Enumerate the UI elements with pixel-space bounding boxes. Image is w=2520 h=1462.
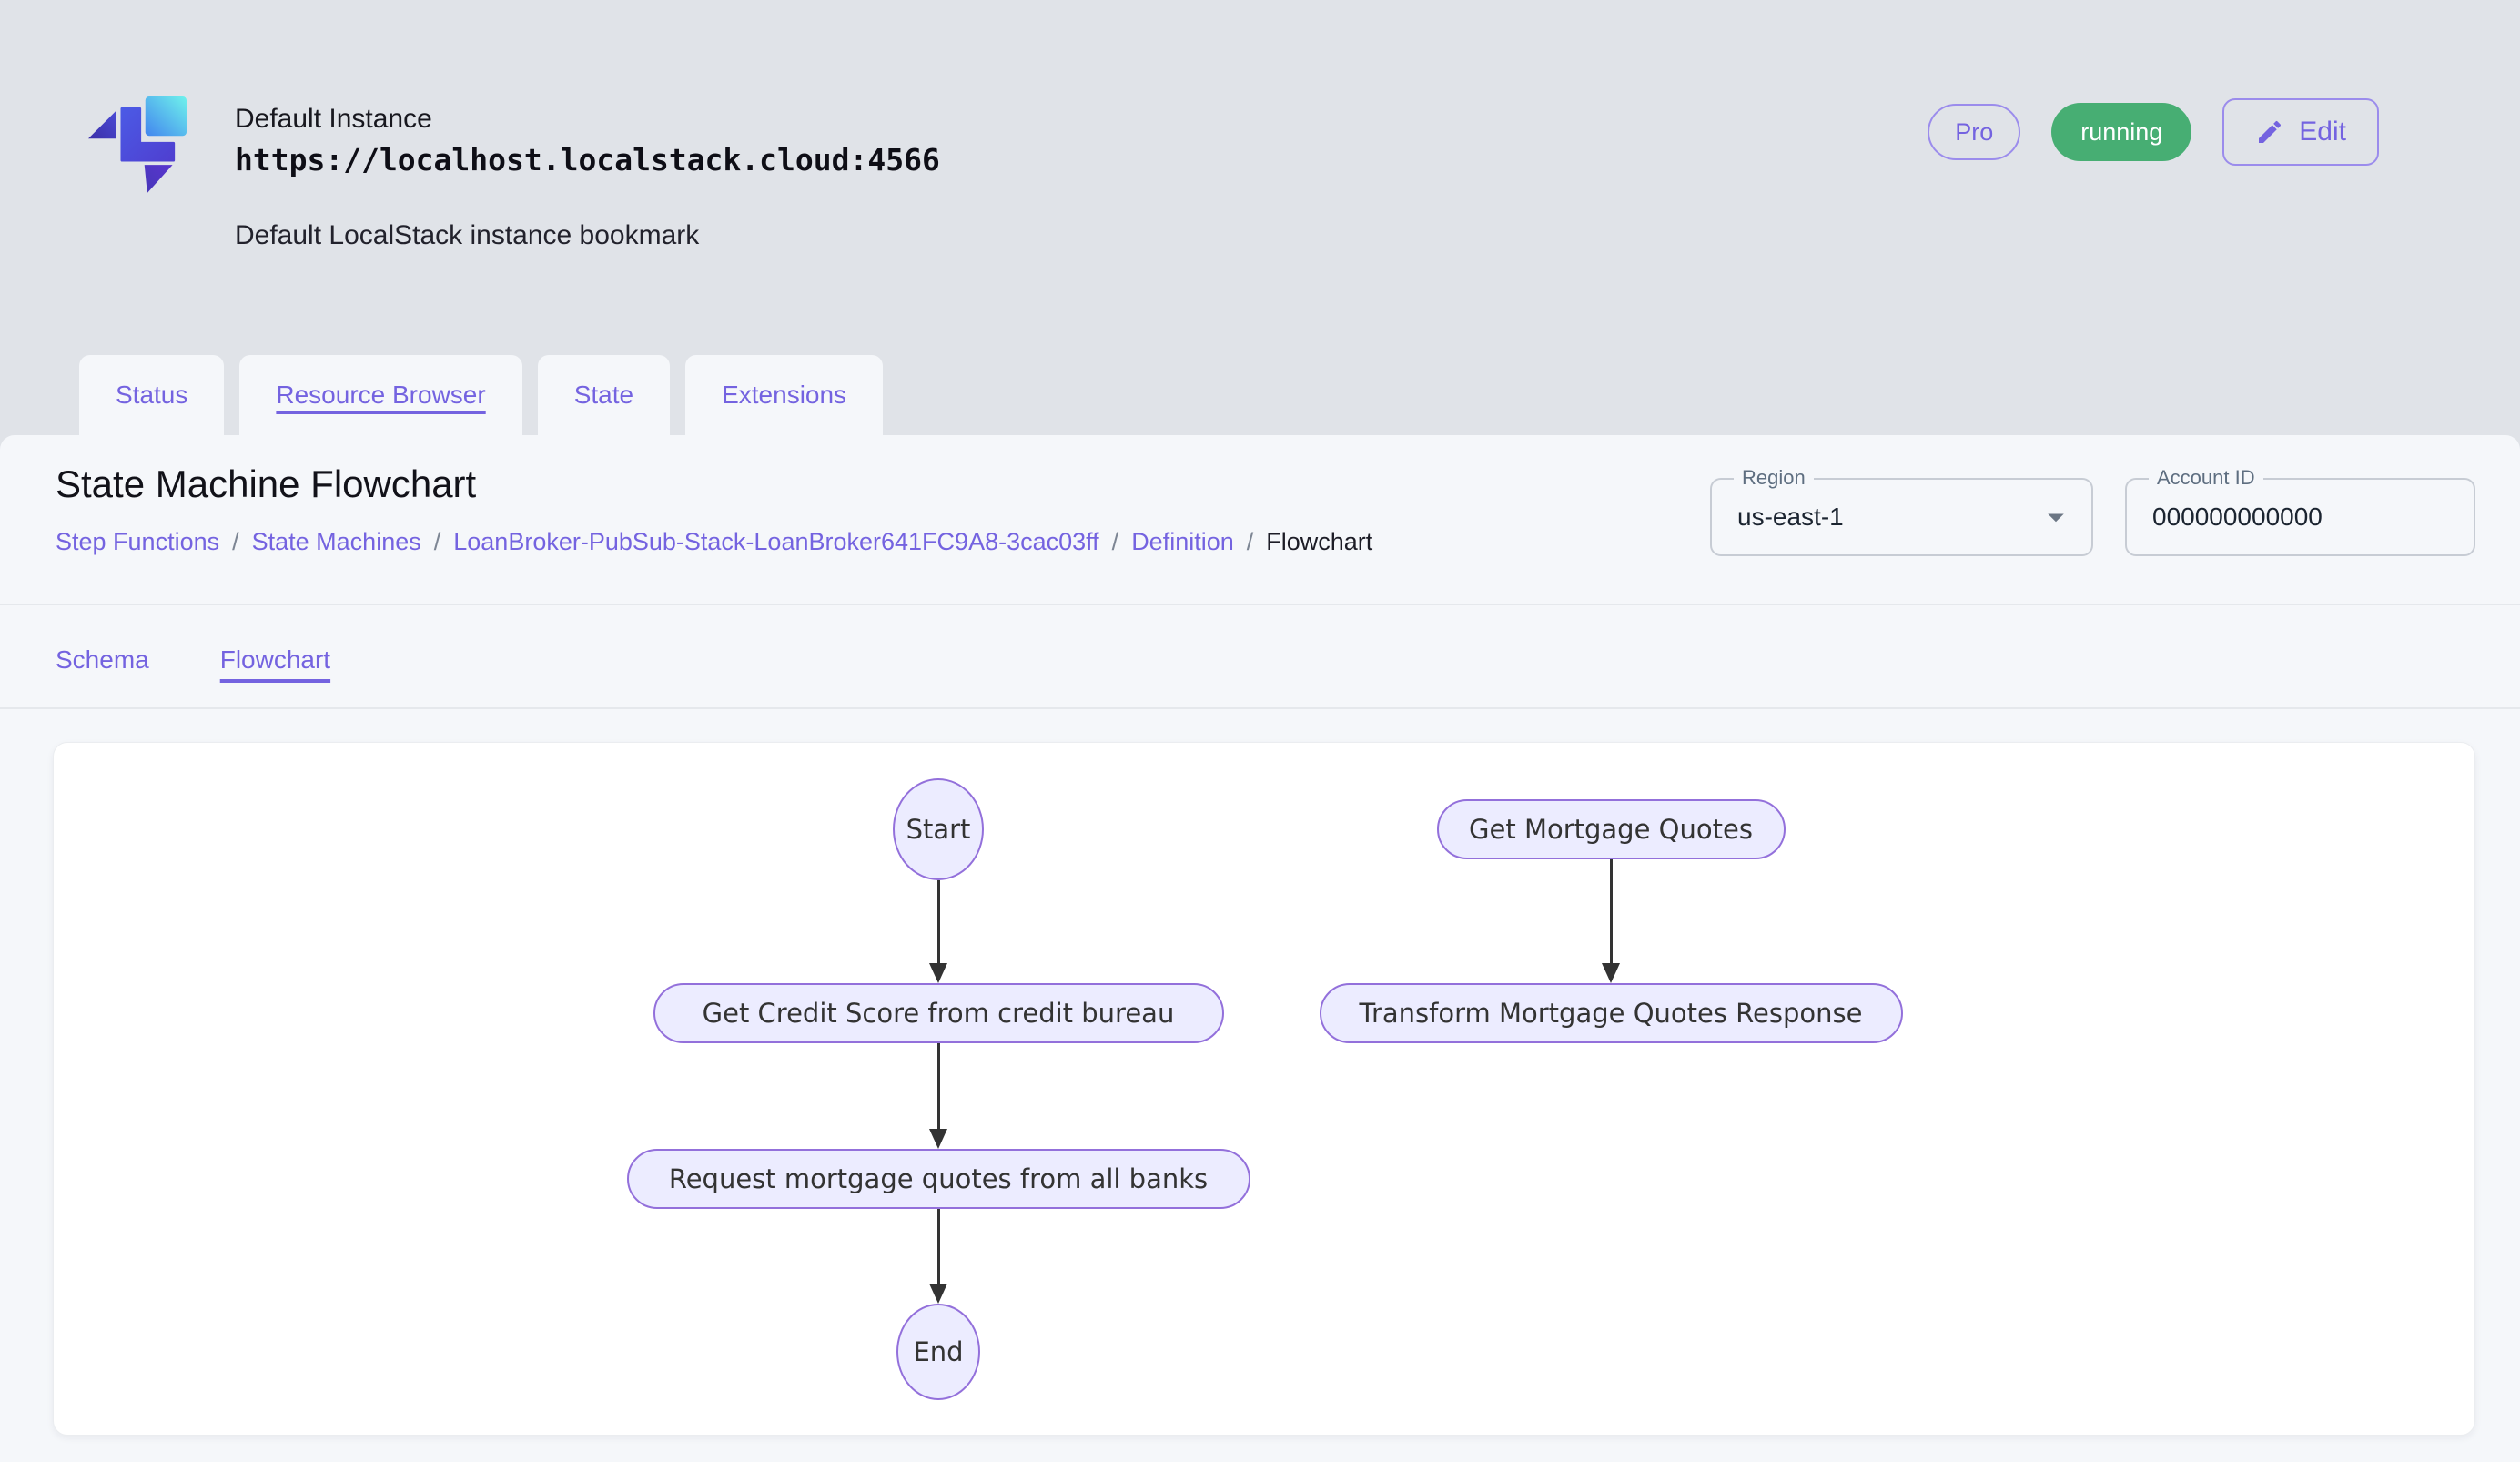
flow-node-request-quotes: Request mortgage quotes from all banks: [626, 1149, 1250, 1209]
tab-extensions[interactable]: Extensions: [685, 355, 884, 435]
status-badge-label: running: [2080, 117, 2163, 146]
definition-sub-tabs: Schema Flowchart: [56, 614, 330, 706]
tab-status[interactable]: Status: [79, 355, 225, 435]
instance-info: Default Instance https://localhost.local…: [235, 102, 940, 251]
breadcrumb-link-state-machines[interactable]: State Machines: [251, 528, 421, 555]
breadcrumb-link-loanbroker-pubsub-stack-loanbroker641fc9a8-3cac03ff[interactable]: LoanBroker-PubSub-Stack-LoanBroker641FC9…: [453, 528, 1099, 555]
account-id-field: Account ID: [2125, 466, 2475, 556]
header-divider: [0, 604, 2520, 605]
header-band: Default Instance https://localhost.local…: [0, 0, 2520, 435]
region-label: Region: [1734, 466, 1814, 490]
instance-url: https://localhost.localstack.cloud:4566: [235, 142, 940, 178]
breadcrumb-link-step-functions[interactable]: Step Functions: [56, 528, 220, 555]
flow-node-get-mortgage-quotes: Get Mortgage Quotes: [1436, 799, 1786, 859]
flow-node-end: End: [896, 1304, 980, 1400]
breadcrumb-separator: /: [1111, 528, 1119, 555]
instance-name: Default Instance: [235, 104, 432, 134]
breadcrumb: Step Functions / State Machines / LoanBroker…: [56, 528, 1372, 556]
page-title: State Machine Flowchart: [56, 462, 477, 505]
chevron-down-icon: [2048, 513, 2064, 523]
breadcrumb-current-flowchart: Flowchart: [1266, 528, 1373, 555]
edit-button-label: Edit: [2299, 117, 2346, 147]
tab-state[interactable]: State: [537, 355, 671, 435]
main-tabs: Status Resource Browser State Extensions: [79, 355, 884, 435]
flow-node-get-credit-score: Get Credit Score from credit bureau: [653, 983, 1224, 1043]
flow-arrowhead-icon: [929, 1129, 947, 1149]
instance-description: Default LocalStack instance bookmark: [235, 220, 700, 250]
tab-label: State: [573, 381, 634, 409]
pro-badge: Pro: [1928, 104, 2021, 160]
account-id-input[interactable]: [2152, 480, 2448, 554]
header-actions: Pro running Edit: [1928, 98, 2379, 166]
region-select[interactable]: Region us-east-1: [1710, 466, 2093, 556]
flow-edge-request-quotes-to-end: [936, 1209, 940, 1289]
edit-button[interactable]: Edit: [2222, 98, 2379, 166]
tab-label: Resource Browser: [276, 381, 486, 409]
sub-tab-label: Flowchart: [219, 645, 331, 674]
breadcrumb-link-definition[interactable]: Definition: [1131, 528, 1234, 555]
flow-edge-get-credit-score-to-request-quotes: [936, 1043, 940, 1134]
region-value: us-east-1: [1737, 503, 1844, 531]
pencil-icon: [2259, 120, 2282, 143]
breadcrumb-separator: /: [1246, 528, 1254, 555]
flow-edge-get-mortgage-quotes-to-transform-response: [1609, 859, 1613, 969]
content-panel: State Machine Flowchart Step Functions/S…: [0, 435, 2520, 1462]
breadcrumb-separator: /: [232, 528, 239, 555]
flow-edge-start-to-get-credit-score: [936, 880, 940, 969]
sub-tab-label: Schema: [56, 645, 149, 674]
flow-arrowhead-icon: [1602, 963, 1620, 983]
sub-tab-flowchart[interactable]: Flowchart: [220, 645, 330, 675]
flow-arrowhead-icon: [929, 1284, 947, 1304]
flow-node-start: Start: [893, 778, 984, 880]
flow-arrowhead-icon: [929, 963, 947, 983]
subtabs-divider: [0, 707, 2520, 709]
pro-badge-label: Pro: [1955, 117, 1994, 146]
tab-resource-browser[interactable]: Resource Browser: [239, 355, 522, 435]
sub-tab-schema[interactable]: Schema: [56, 645, 149, 675]
tab-label: Extensions: [722, 381, 847, 409]
localstack-logo-icon: [88, 96, 187, 193]
breadcrumb-separator: /: [433, 528, 441, 555]
flow-node-transform-response: Transform Mortgage Quotes Response: [1319, 983, 1903, 1043]
status-badge: running: [2051, 103, 2192, 161]
tab-label: Status: [116, 381, 188, 409]
